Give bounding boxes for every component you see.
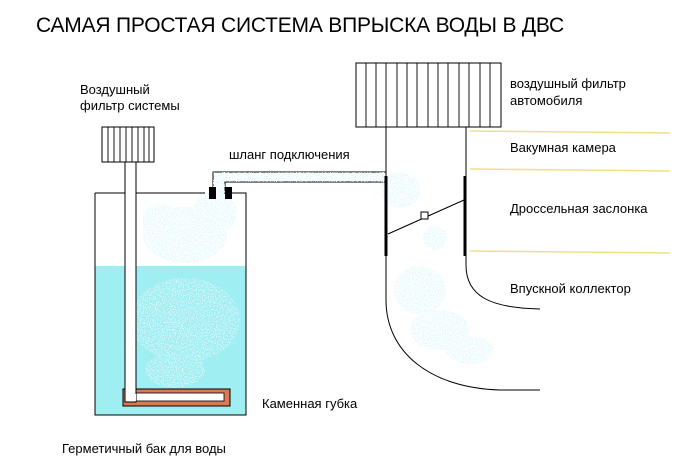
label-stone-sponge: Каменная губка — [262, 396, 358, 411]
guide-line-filter — [469, 130, 671, 134]
guide-line-throttle — [469, 250, 671, 254]
car-air-filter — [355, 62, 502, 128]
throttle-body — [384, 176, 467, 256]
tank-water-bubbles — [130, 278, 240, 388]
hose-fitting-right — [225, 187, 232, 199]
throttle-pivot — [420, 211, 429, 220]
system-air-filter — [101, 126, 155, 163]
stone-sponge — [122, 388, 231, 407]
label-car-filter-line2: автомобиля — [510, 93, 583, 108]
intake-manifold-walls — [385, 127, 541, 391]
label-intake-manifold: Впускной коллектор — [510, 281, 631, 296]
intake-mist — [380, 172, 494, 364]
label-tank: Герметичный бак для воды — [62, 441, 226, 456]
diagram-title: САМАЯ ПРОСТАЯ СИСТЕМА ВПРЫСКА ВОДЫ В ДВС — [36, 14, 564, 37]
tank-outline — [94, 192, 247, 416]
hose-fitting-left — [209, 187, 216, 199]
label-throttle: Дроссельная заслонка — [510, 201, 648, 216]
throttle-plate — [387, 199, 465, 235]
connection-hose — [209, 163, 387, 199]
label-system-filter-line2: фильтр системы — [80, 98, 180, 113]
filter-pipe — [124, 161, 137, 403]
label-car-filter-line1: воздушный фильтр — [510, 76, 626, 91]
guide-line-vacuum — [469, 168, 671, 172]
tank-mist — [142, 190, 237, 263]
water-tank — [94, 190, 247, 416]
label-vacuum-chamber: Вакумная камера — [510, 140, 616, 155]
label-guide-lines — [469, 130, 671, 254]
label-hose: шланг подключения — [229, 147, 350, 162]
label-system-filter-line1: Воздушный — [80, 82, 150, 97]
